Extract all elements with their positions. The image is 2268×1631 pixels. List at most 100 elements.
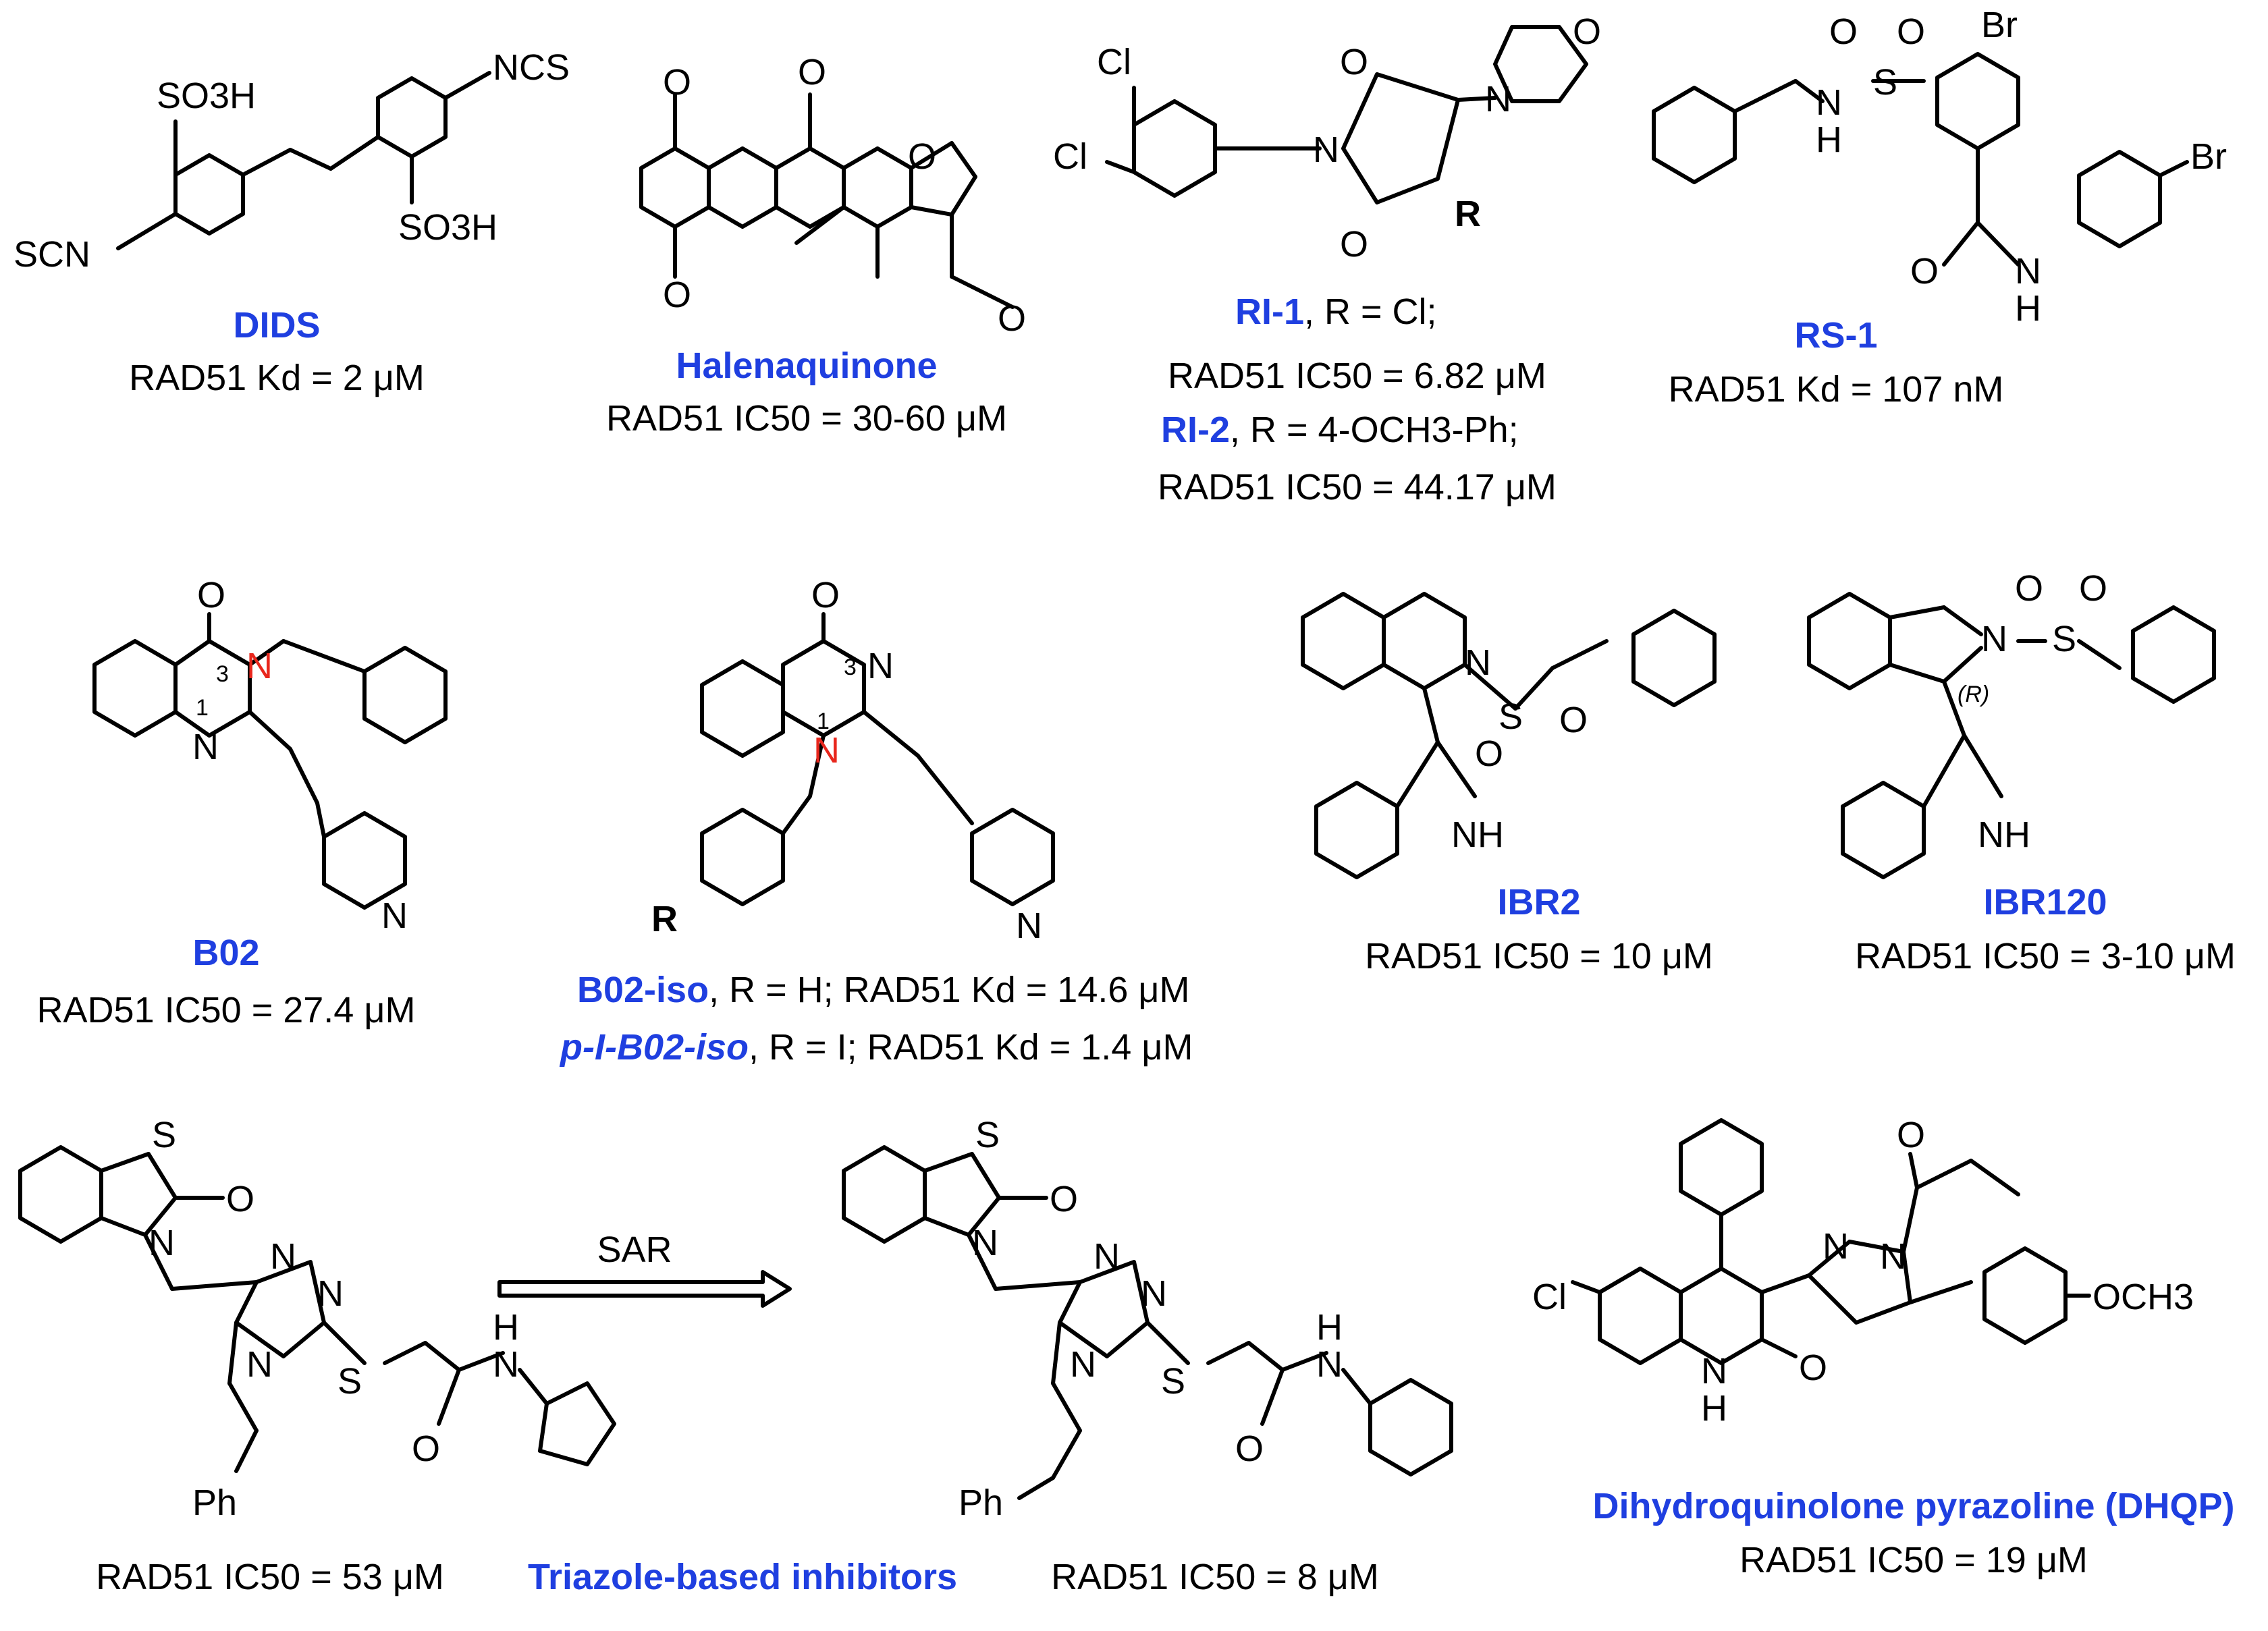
ibr2-structure: N S O O NH IBR2 RAD51 IC50 = 10 μM: [1301, 592, 1717, 976]
triazole-1-activity: RAD51 IC50 = 53 μM: [96, 1557, 444, 1597]
nitrogen-label: N: [1070, 1344, 1096, 1385]
so3h-label: SO3H: [398, 207, 497, 248]
oxygen-label: O: [1829, 11, 1858, 52]
triazole-2-activity: RAD51 IC50 = 8 μM: [1051, 1557, 1379, 1597]
halenaquinone-name: Halenaquinone: [676, 345, 937, 386]
nitrogen-label: N: [1141, 1273, 1167, 1314]
nitrogen-label: N: [1823, 1226, 1849, 1267]
hydrogen-label: H: [1316, 1307, 1343, 1348]
nitrogen-1-label: N: [813, 730, 840, 771]
ibr120-structure: N S O O (R) NH IBR120 RAD51 IC50 = 3-10 …: [1807, 568, 2236, 976]
oxygen-label: O: [1559, 700, 1588, 740]
nitrogen-label: N: [1313, 130, 1339, 170]
ri2-activity: RAD51 IC50 = 44.17 μM: [1158, 467, 1557, 507]
nitrogen-label: N: [270, 1236, 296, 1277]
r-group-label: R: [651, 899, 678, 939]
nh-label: NH: [1451, 814, 1504, 855]
chlorine-label: Cl: [1097, 42, 1131, 82]
position-1-label: 1: [196, 695, 209, 721]
oxygen-label: O: [1897, 1115, 1925, 1155]
nitrogen-label: N: [317, 1273, 344, 1314]
r-group-label: R: [1455, 194, 1481, 234]
oxygen-label: O: [1340, 42, 1368, 82]
b02-iso-structure: O N N 3 1 R N B02-iso, R = H; RAD51 Kd =…: [559, 575, 1193, 1068]
bromine-label: Br: [1981, 5, 2018, 45]
b02-iso-details: , R = H; RAD51 Kd = 14.6 μM: [709, 970, 1189, 1010]
p-i-b02-iso-caption: p-I-B02-iso, R = I; RAD51 Kd = 1.4 μM: [559, 1027, 1193, 1068]
b02-iso-caption: B02-iso, R = H; RAD51 Kd = 14.6 μM: [577, 970, 1190, 1010]
triazole-2-structure: S O N N N N S O N H Ph RAD51 IC50 = 8 μM: [842, 1115, 1453, 1597]
dhqp-name: Dihydroquinolone pyrazoline (DHQP): [1592, 1486, 2234, 1526]
halenaquinone-structure: O O O O O Halenaquinone RAD51 IC50 = 30-…: [606, 52, 1026, 439]
ri-structure: Cl Cl N N O O O R RI-1, R = Cl; RAD51 IC…: [1053, 11, 1601, 507]
oxygen-label: O: [1475, 734, 1503, 774]
chlorine-label: Cl: [1053, 136, 1087, 177]
ri2-name: RI-2: [1161, 410, 1230, 450]
oxygen-label: O: [1235, 1429, 1264, 1469]
nitrogen-label: N: [246, 1344, 273, 1385]
rs1-structure: S O O N H Br Br O N H RS-1 RAD51 Kd = 10…: [1652, 5, 2227, 410]
oxygen-label: O: [1897, 11, 1925, 52]
nitrogen-3-label: N: [867, 646, 894, 686]
ri1-caption: RI-1, R = Cl;: [1235, 292, 1437, 332]
oxygen-label: O: [1340, 224, 1368, 265]
b02-activity: RAD51 IC50 = 27.4 μM: [37, 990, 416, 1030]
triazole-1-structure: S O N N N N S O N H Ph RAD51 IC50 = 53 μ…: [18, 1115, 616, 1597]
rs1-activity: RAD51 Kd = 107 nM: [1669, 369, 2004, 410]
halenaquinone-activity: RAD51 IC50 = 30-60 μM: [606, 398, 1007, 439]
oxygen-label: O: [1050, 1179, 1078, 1219]
phenyl-label: Ph: [192, 1483, 237, 1523]
pyridine-nitrogen-label: N: [1016, 906, 1042, 946]
oxygen-label: O: [2015, 568, 2043, 609]
nh-label: NH: [1978, 814, 2030, 855]
sar-label: SAR: [597, 1229, 672, 1270]
dids-structure: SO3H SO3H NCS SCN DIDS RAD51 Kd = 2 μM: [14, 47, 570, 398]
nitrogen-label: N: [1485, 79, 1511, 119]
b02-structure: O N N 3 1 N B02 RAD51 IC50 = 27.4 μM: [37, 575, 448, 1030]
nitrogen-label: N: [1816, 82, 1842, 123]
ri1-substituent: , R = Cl;: [1304, 292, 1437, 332]
position-3-label: 3: [216, 661, 229, 687]
oxygen-label: O: [2079, 568, 2107, 609]
so3h-label: SO3H: [157, 76, 256, 116]
sulfur-label: S: [1873, 62, 1897, 103]
hydrogen-label: H: [1701, 1388, 1727, 1429]
stereo-descriptor: (R): [1958, 682, 1989, 707]
ri1-name: RI-1: [1235, 292, 1304, 332]
scn-label: SCN: [14, 234, 90, 275]
oxygen-label: O: [811, 575, 840, 615]
triazole-group-name: Triazole-based inhibitors: [528, 1557, 957, 1597]
nitrogen-label: N: [1465, 642, 1491, 683]
nitrogen-label: N: [148, 1223, 175, 1263]
oxygen-label: O: [798, 52, 826, 92]
ibr2-activity: RAD51 IC50 = 10 μM: [1365, 936, 1713, 976]
b02-name: B02: [192, 933, 259, 973]
hydrogen-label: H: [493, 1307, 519, 1348]
dhqp-activity: RAD51 IC50 = 19 μM: [1739, 1540, 2088, 1580]
sulfur-label: S: [2052, 619, 2076, 659]
oxygen-label: O: [226, 1179, 254, 1219]
ri1-activity: RAD51 IC50 = 6.82 μM: [1168, 356, 1546, 396]
b02-iso-name: B02-iso: [577, 970, 709, 1010]
dids-activity: RAD51 Kd = 2 μM: [129, 358, 425, 398]
ibr120-name: IBR120: [1983, 882, 2107, 922]
p-i-b02-iso-name: p-I-B02-iso: [559, 1027, 749, 1068]
methoxy-label: OCH3: [2092, 1277, 2194, 1317]
oxygen-label: O: [663, 275, 691, 315]
ibr2-name: IBR2: [1497, 882, 1580, 922]
sulfur-label: S: [1498, 696, 1523, 737]
phenyl-label: Ph: [959, 1483, 1003, 1523]
sulfur-label: S: [1161, 1361, 1185, 1402]
pyridine-nitrogen-label: N: [381, 895, 408, 936]
sulfur-label: S: [338, 1361, 362, 1402]
ncs-label: NCS: [493, 47, 570, 88]
oxygen-label: O: [1573, 11, 1601, 52]
sar-arrow: SAR: [497, 1229, 792, 1308]
oxygen-label: O: [197, 575, 225, 615]
oxygen-label: O: [663, 62, 691, 103]
rs1-name: RS-1: [1794, 315, 1877, 356]
dhqp-structure: Cl O N N O N H OCH3 Dihydroquinolone pyr…: [1532, 1115, 2235, 1580]
oxygen-label: O: [1799, 1348, 1827, 1388]
nitrogen-label: N: [972, 1223, 998, 1263]
